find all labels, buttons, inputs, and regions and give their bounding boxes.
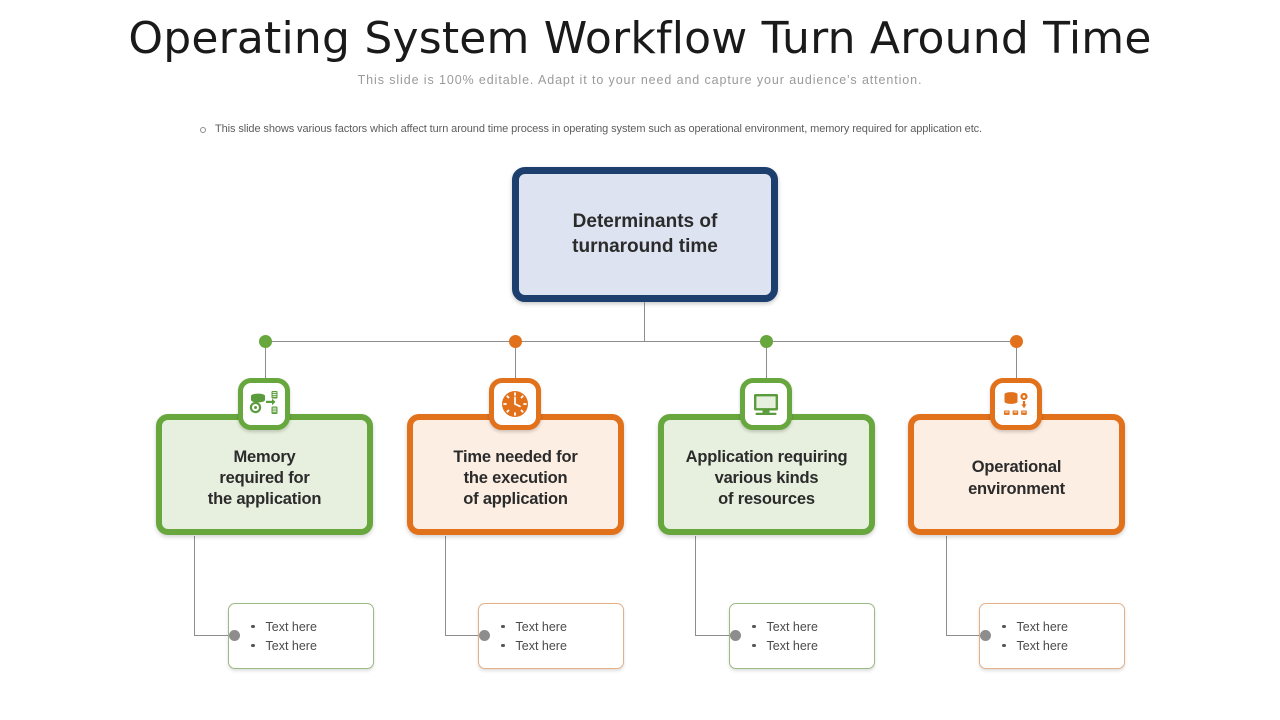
root-node-label: Determinants of turnaround time xyxy=(572,211,718,257)
subcard-item-text: Text here xyxy=(766,619,818,634)
subcard-item-text: Text here xyxy=(265,619,317,634)
elbow-horizontal-3 xyxy=(695,635,735,636)
list-item: Text here xyxy=(251,617,373,636)
subcard-anchor-1 xyxy=(229,630,240,641)
bullet-icon xyxy=(501,643,505,648)
branch-card-3[interactable]: Application requiring various kinds of r… xyxy=(658,414,875,535)
subcard-anchor-2 xyxy=(479,630,490,641)
subcard-1[interactable]: Text here Text here xyxy=(228,603,374,669)
bullet-icon xyxy=(752,643,756,648)
description-row: This slide shows various factors which a… xyxy=(200,122,1100,137)
monitor-icon xyxy=(754,394,778,415)
subcard-4[interactable]: Text here Text here xyxy=(979,603,1125,669)
bullet-icon xyxy=(1002,643,1006,648)
icon-badge-4[interactable] xyxy=(990,378,1042,430)
branch-card-label-1: Memory required for the application xyxy=(207,447,322,509)
description-text: This slide shows various factors which a… xyxy=(215,123,983,135)
branch-card-4[interactable]: Operational environment xyxy=(908,414,1125,535)
branch-card-1[interactable]: Memory required for the application xyxy=(156,414,373,535)
connector-drop-4 xyxy=(1016,341,1017,385)
branch-card-label-3: Application requiring various kinds of r… xyxy=(685,447,848,509)
subcard-item-text: Text here xyxy=(1016,619,1068,634)
branch-dot-4 xyxy=(1010,335,1023,348)
list-item: Text here xyxy=(1002,636,1124,655)
bullet-icon xyxy=(251,624,255,629)
subcard-item-text: Text here xyxy=(515,619,567,634)
bullet-icon xyxy=(251,643,255,648)
subcard-item-text: Text here xyxy=(1016,638,1068,653)
list-item: Text here xyxy=(752,636,874,655)
icon-badge-2[interactable] xyxy=(489,378,541,430)
bullet-icon xyxy=(200,127,206,133)
branch-card-2[interactable]: Time needed for the execution of applica… xyxy=(407,414,624,535)
icon-badge-3[interactable] xyxy=(740,378,792,430)
list-item: Text here xyxy=(501,617,623,636)
subcard-item-text: Text here xyxy=(515,638,567,653)
subcard-2[interactable]: Text here Text here xyxy=(478,603,624,669)
subcard-item-text: Text here xyxy=(766,638,818,653)
list-item: Text here xyxy=(1002,617,1124,636)
elbow-vertical-2 xyxy=(445,536,446,636)
database-settings-icon xyxy=(1004,392,1028,415)
connector-drop-1 xyxy=(265,341,266,385)
page-subtitle: This slide is 100% editable. Adapt it to… xyxy=(357,73,923,87)
bullet-icon xyxy=(1002,624,1006,629)
branch-dot-1 xyxy=(259,335,272,348)
elbow-vertical-1 xyxy=(194,536,195,636)
connector-drop-2 xyxy=(515,341,516,385)
subcard-anchor-4 xyxy=(980,630,991,641)
branch-card-label-2: Time needed for the execution of applica… xyxy=(453,447,578,509)
list-item: Text here xyxy=(501,636,623,655)
connector-root-stem xyxy=(644,302,645,341)
connector-drop-3 xyxy=(766,341,767,385)
elbow-horizontal-2 xyxy=(445,635,485,636)
elbow-horizontal-1 xyxy=(194,635,234,636)
subcard-anchor-3 xyxy=(730,630,741,641)
icon-badge-1[interactable] xyxy=(238,378,290,430)
list-item: Text here xyxy=(752,617,874,636)
clock-icon xyxy=(502,391,528,417)
branch-dot-2 xyxy=(509,335,522,348)
elbow-vertical-4 xyxy=(946,536,947,636)
bullet-icon xyxy=(501,624,505,629)
branch-dot-3 xyxy=(760,335,773,348)
database-transfer-icon xyxy=(249,391,278,414)
root-node-determinants[interactable]: Determinants of turnaround time xyxy=(512,167,778,302)
connector-horizontal-bus xyxy=(265,341,1017,342)
elbow-vertical-3 xyxy=(695,536,696,636)
subcard-3[interactable]: Text here Text here xyxy=(729,603,875,669)
page-title: Operating System Workflow Turn Around Ti… xyxy=(128,13,1152,64)
elbow-horizontal-4 xyxy=(946,635,986,636)
subcard-item-text: Text here xyxy=(265,638,317,653)
branch-card-label-4: Operational environment xyxy=(968,458,1065,498)
list-item: Text here xyxy=(251,636,373,655)
bullet-icon xyxy=(752,624,756,629)
